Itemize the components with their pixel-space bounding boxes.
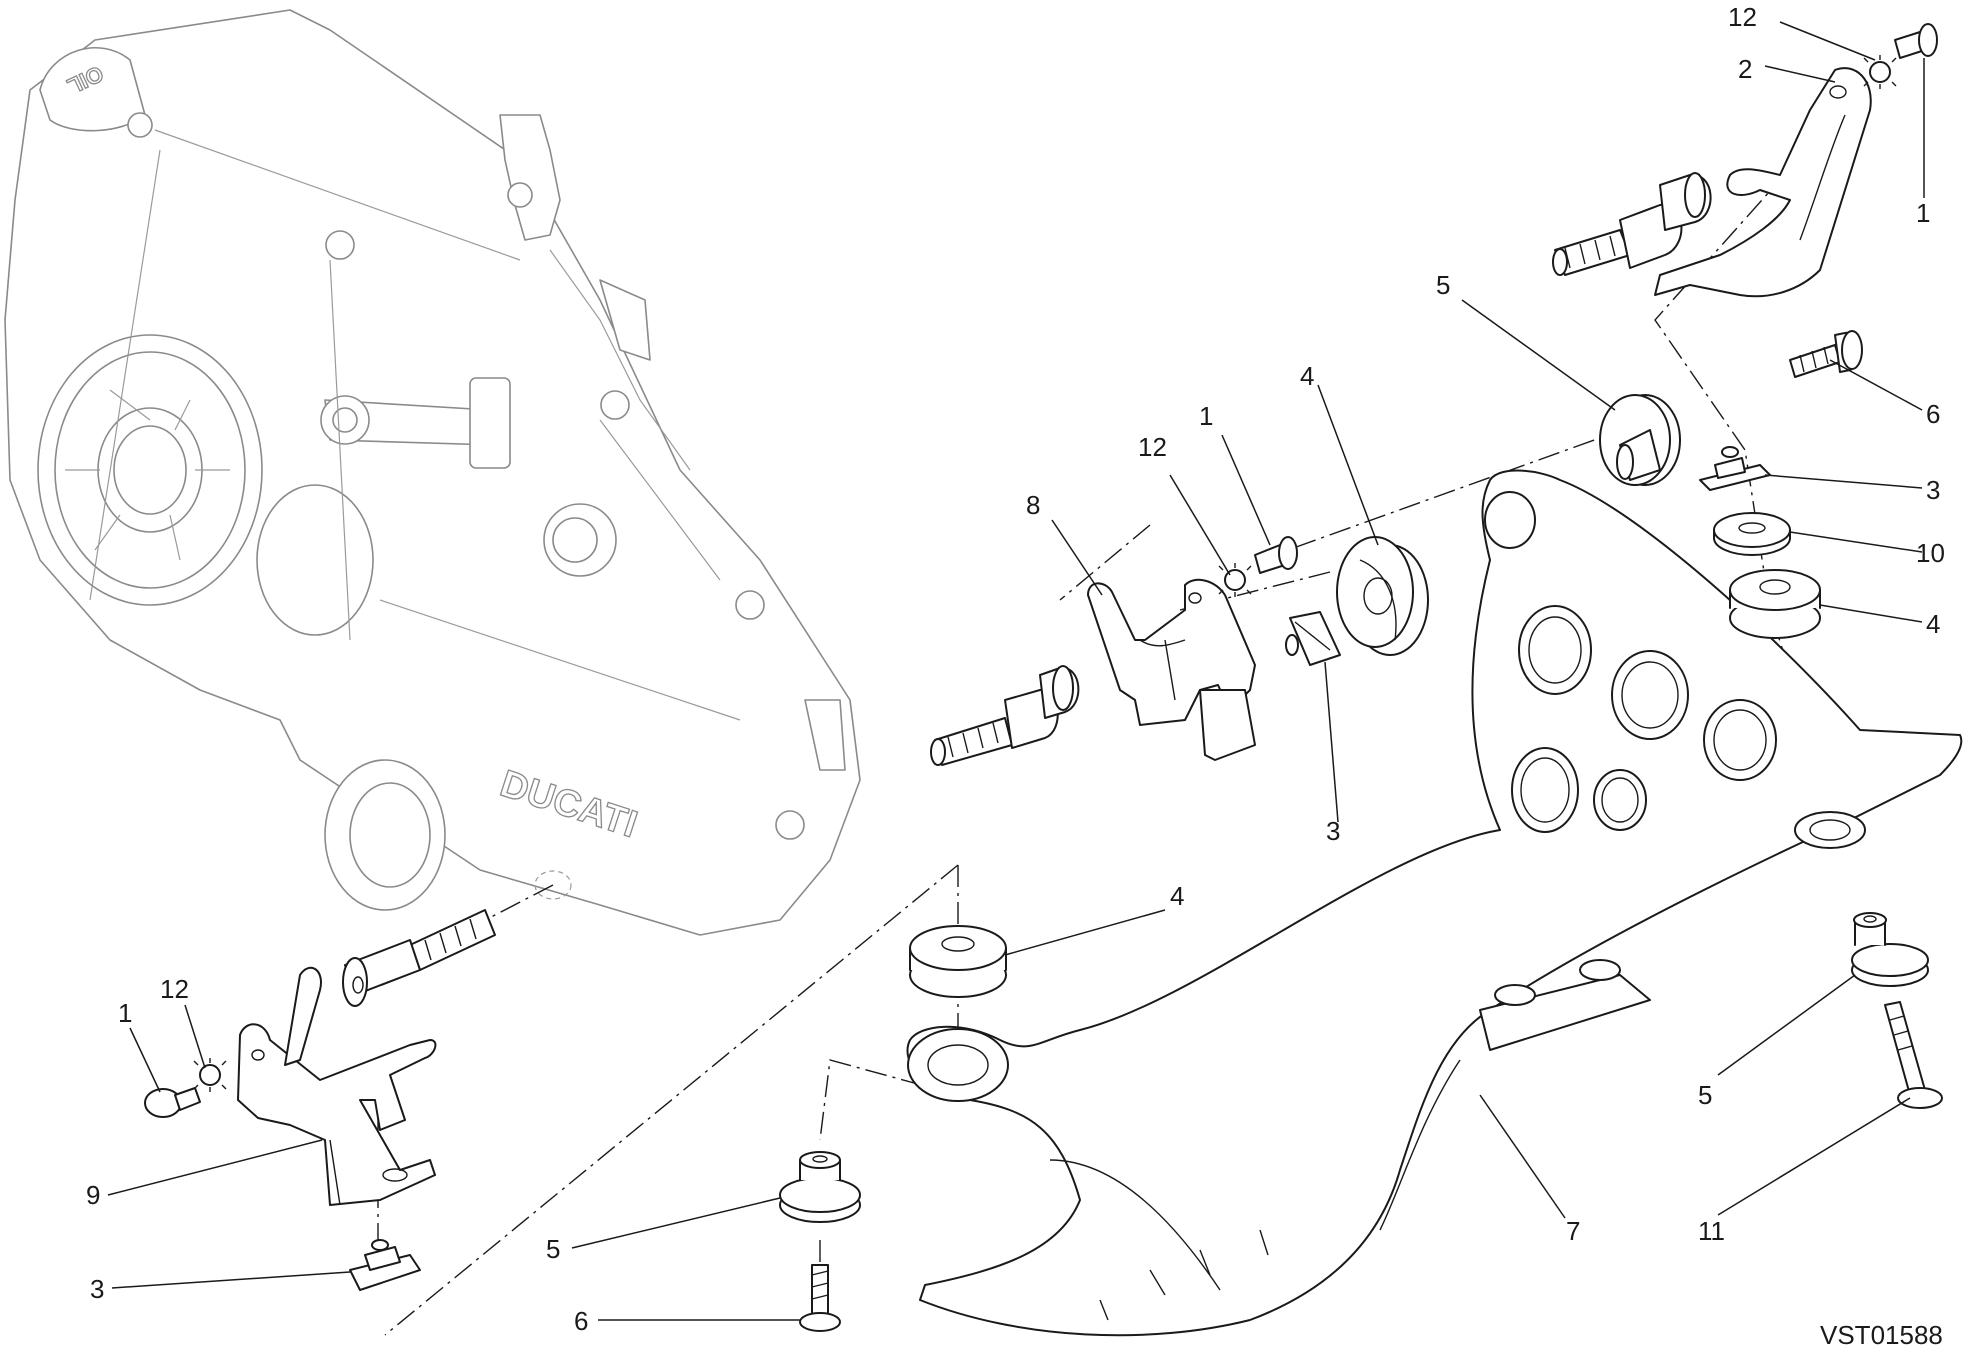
callout-5-bottom: 5 bbox=[546, 1234, 560, 1264]
callout-6-bottom: 6 bbox=[574, 1306, 588, 1336]
callout-1-top: 1 bbox=[1916, 198, 1930, 228]
grommet-top bbox=[1336, 536, 1429, 656]
callout-3-right: 3 bbox=[1926, 475, 1940, 505]
grommet-low bbox=[909, 925, 1007, 998]
speed-nut-mid bbox=[1285, 611, 1341, 666]
center-bracket bbox=[1087, 578, 1256, 761]
spacer-right bbox=[1851, 912, 1929, 987]
callout-10: 10 bbox=[1916, 538, 1945, 568]
callout-6-top: 6 bbox=[1926, 399, 1940, 429]
callout-12-mid: 12 bbox=[1138, 432, 1167, 462]
screw-1-top bbox=[1894, 23, 1938, 59]
callout-8: 8 bbox=[1026, 490, 1040, 520]
callout-4-top: 4 bbox=[1300, 361, 1314, 391]
leader-lines bbox=[107, 21, 1925, 1321]
screw-6-top bbox=[1789, 330, 1863, 378]
spacer-top bbox=[1599, 394, 1681, 486]
screw-11 bbox=[1884, 1001, 1943, 1109]
drawing-code: VST01588 bbox=[1820, 1320, 1943, 1350]
callout-1-left: 1 bbox=[118, 998, 132, 1028]
upper-bracket bbox=[1654, 67, 1872, 298]
screw-1-left bbox=[144, 1087, 201, 1118]
star-washer-top bbox=[1863, 55, 1897, 89]
grommet-right bbox=[1729, 569, 1821, 639]
screw-1-mid bbox=[1254, 536, 1298, 574]
rubber-mount-mid bbox=[930, 665, 1080, 766]
callout-3-left: 3 bbox=[90, 1274, 104, 1304]
rubber-mount-left bbox=[342, 909, 496, 1007]
callout-5-top: 5 bbox=[1436, 270, 1450, 300]
callout-3-mid: 3 bbox=[1326, 816, 1340, 846]
star-washer-left bbox=[193, 1058, 227, 1092]
callout-5-right: 5 bbox=[1698, 1080, 1712, 1110]
callout-7: 7 bbox=[1566, 1216, 1580, 1246]
callout-4-right: 4 bbox=[1926, 609, 1940, 639]
spacer-bottom bbox=[779, 1151, 861, 1223]
callout-9: 9 bbox=[86, 1180, 100, 1210]
callout-12-top: 12 bbox=[1728, 2, 1757, 32]
washer bbox=[1713, 512, 1791, 556]
speed-nut-right bbox=[1699, 446, 1771, 491]
engine-clutch-cover: OIL DUCATI bbox=[4, 9, 861, 936]
lower-left-bracket bbox=[237, 966, 437, 1206]
callout-4-low: 4 bbox=[1170, 881, 1184, 911]
screw-6-bottom bbox=[799, 1264, 841, 1332]
callout-11: 11 bbox=[1698, 1216, 1725, 1246]
speed-nut-left bbox=[349, 1239, 421, 1291]
callout-1-mid: 1 bbox=[1199, 401, 1213, 431]
belly-pan bbox=[906, 469, 1963, 1337]
star-washer-mid bbox=[1218, 563, 1252, 597]
callout-12-left: 12 bbox=[160, 974, 189, 1004]
callout-numbers: 12 2 1 5 4 1 12 8 6 3 10 4 3 4 1 12 9 3 … bbox=[86, 2, 1945, 1336]
rubber-mount-top bbox=[1552, 172, 1712, 276]
callout-2: 2 bbox=[1738, 54, 1752, 84]
